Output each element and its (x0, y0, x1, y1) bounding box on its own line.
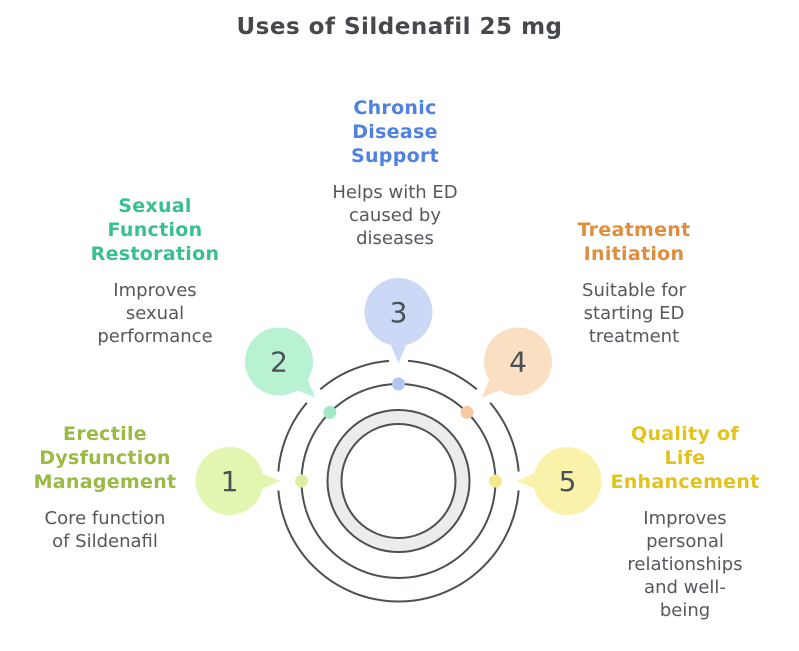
spoke-item-5: 5 (489, 447, 602, 515)
bubble-number-3: 3 (390, 296, 408, 329)
item-description-4: Suitable for starting ED treatment (582, 280, 686, 347)
item-heading-5: Quality of Life Enhancement (610, 423, 760, 493)
number-bubble-5 (533, 447, 602, 515)
donut-ring-outer-edge (326, 409, 471, 553)
spoke-item-4: 4 (460, 327, 552, 419)
item-label-block-2: Sexual Function Restoration Improves sex… (55, 194, 255, 348)
ring-dot-3 (392, 377, 405, 391)
item-label-block-1: Erectile Dysfunction Management Core fun… (5, 422, 205, 553)
page-title: Uses of Sildenafil 25 mg (236, 14, 563, 40)
ring-dot-2 (323, 405, 337, 419)
spoke-item-3: 3 (364, 278, 433, 391)
number-bubble-2 (245, 327, 313, 396)
donut-ring-fill (328, 410, 469, 552)
item-description-3: Helps with ED caused by diseases (332, 182, 458, 249)
bubble-number-4: 4 (509, 346, 527, 379)
bubble-number-2: 2 (270, 346, 288, 379)
item-label-block-3: Chronic Disease Support Helps with ED ca… (295, 96, 495, 250)
spoke-item-1: 1 (195, 447, 308, 515)
item-label-block-5: Quality of Life Enhancement Improves per… (585, 422, 785, 622)
ring-dot-5 (489, 474, 502, 488)
bubble-number-5: 5 (559, 465, 577, 498)
item-heading-4: Treatment Initiation (577, 219, 691, 265)
number-bubble-4 (484, 327, 552, 396)
number-bubble-1 (195, 447, 264, 515)
item-label-block-4: Treatment Initiation Suitable for starti… (534, 218, 734, 348)
donut-ring-inner-edge (340, 423, 457, 539)
item-heading-1: Erectile Dysfunction Management (33, 423, 177, 493)
ring-dot-1 (295, 474, 308, 488)
item-description-2: Improves sexual performance (97, 280, 213, 347)
bubble-number-1: 1 (221, 465, 239, 498)
ring-dot-4 (460, 405, 474, 419)
number-bubble-3 (364, 278, 433, 346)
item-heading-3: Chronic Disease Support (350, 97, 440, 167)
item-description-1: Core function of Sildenafil (44, 508, 166, 552)
spoke-item-2: 2 (245, 327, 337, 419)
item-description-5: Improves personal relationships and well… (627, 508, 743, 621)
item-heading-2: Sexual Function Restoration (90, 195, 220, 265)
